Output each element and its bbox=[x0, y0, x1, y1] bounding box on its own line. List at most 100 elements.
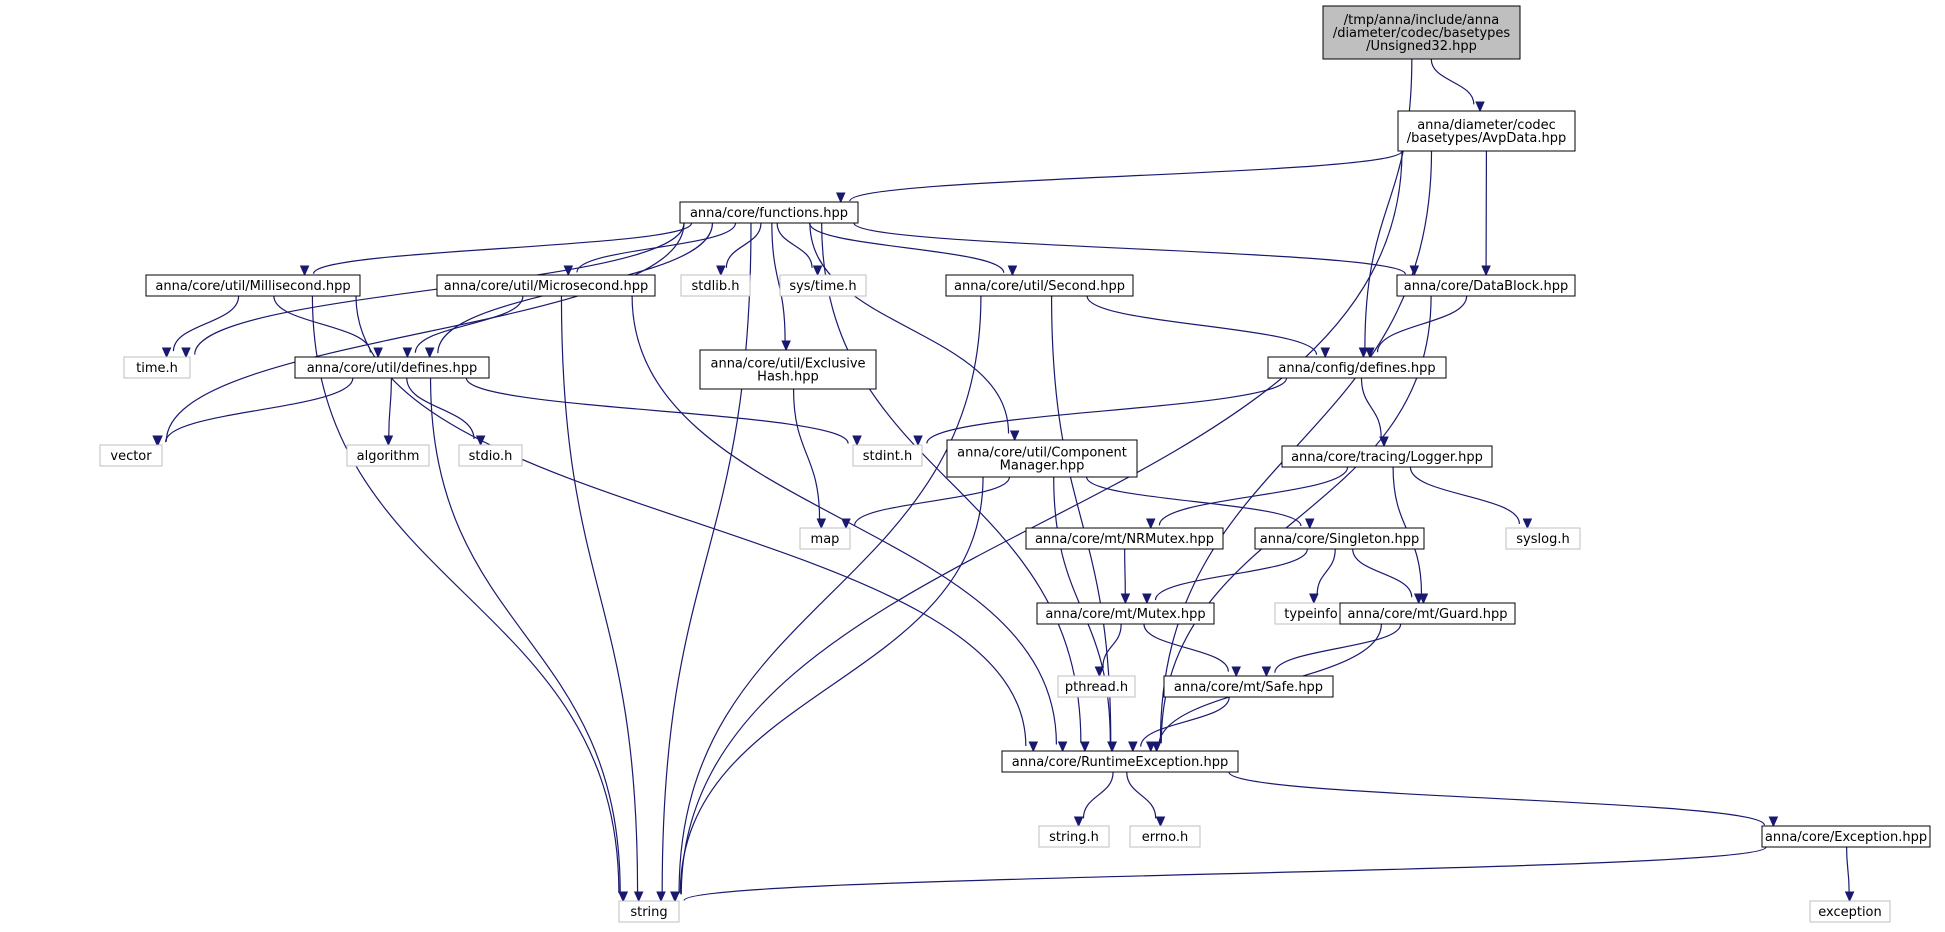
edge-functions-to-systime bbox=[776, 222, 823, 277]
edge-functions-to-stdlib bbox=[716, 222, 762, 277]
edge-line bbox=[1409, 466, 1521, 524]
arrowhead bbox=[383, 435, 394, 447]
edge-line bbox=[1158, 466, 1349, 526]
node-label: anna/core/Singleton.hpp bbox=[1260, 532, 1419, 547]
edge-line bbox=[683, 846, 1767, 902]
arrowhead bbox=[852, 435, 862, 447]
arrowhead bbox=[1009, 430, 1020, 442]
edge-line bbox=[1082, 771, 1114, 819]
node-label: anna/core/util/Microsecond.hpp bbox=[444, 279, 649, 294]
node-label: stdint.h bbox=[863, 449, 912, 464]
node-label: anna/core/tracing/Logger.hpp bbox=[1291, 450, 1483, 465]
edge-line bbox=[311, 295, 620, 893]
edge-line bbox=[1124, 548, 1126, 595]
edge-line bbox=[680, 150, 1403, 895]
arrowhead bbox=[1768, 816, 1779, 828]
node-second[interactable]: anna/core/util/Second.hpp bbox=[945, 274, 1134, 297]
edge-line bbox=[661, 222, 752, 893]
node-box bbox=[852, 444, 923, 467]
node-pthread: pthread.h bbox=[1057, 675, 1136, 698]
node-nrmutex[interactable]: anna/core/mt/NRMutex.hpp bbox=[1025, 527, 1224, 550]
edge-microsecond-to-string bbox=[560, 295, 644, 903]
node-box bbox=[1267, 356, 1447, 379]
edge-line bbox=[853, 476, 1011, 526]
arrowhead bbox=[618, 891, 629, 903]
edge-line bbox=[406, 377, 475, 439]
node-label: anna/core/mt/Safe.hpp bbox=[1174, 680, 1323, 695]
node-stdint: stdint.h bbox=[852, 444, 923, 467]
arrowhead bbox=[1475, 101, 1485, 113]
node-label: syslog.h bbox=[1516, 532, 1569, 547]
node-stdlib: stdlib.h bbox=[680, 274, 751, 297]
node-safe[interactable]: anna/core/mt/Safe.hpp bbox=[1163, 675, 1334, 698]
node-box bbox=[1057, 675, 1136, 698]
node-label: vector bbox=[110, 449, 152, 464]
node-unsigned32[interactable]: /tmp/anna/include/anna/diameter/codec/ba… bbox=[1322, 5, 1521, 60]
edge-componentmanager-to-map bbox=[841, 476, 1011, 530]
edge-line bbox=[1364, 58, 1413, 349]
node-utildefines[interactable]: anna/core/util/defines.hpp bbox=[294, 356, 490, 379]
arrowhead bbox=[781, 340, 791, 352]
node-label: stdio.h bbox=[469, 449, 513, 464]
edge-line bbox=[1360, 377, 1382, 438]
edge-mutex-to-safe bbox=[1143, 623, 1241, 678]
node-exception[interactable]: anna/core/Exception.hpp bbox=[1761, 825, 1931, 848]
node-box bbox=[1254, 527, 1425, 550]
node-box bbox=[799, 527, 851, 550]
node-functions[interactable]: anna/core/functions.hpp bbox=[679, 201, 859, 224]
node-label: time.h bbox=[136, 361, 178, 376]
node-mutex[interactable]: anna/core/mt/Mutex.hpp bbox=[1036, 602, 1215, 625]
arrowhead bbox=[1073, 816, 1084, 828]
edge-nrmutex-to-mutex bbox=[1120, 548, 1131, 605]
edge-runtimeexception-to-errno bbox=[1126, 771, 1166, 828]
node-label: anna/core/util/Component bbox=[957, 446, 1127, 461]
node-string: string bbox=[618, 900, 680, 923]
edge-line bbox=[809, 222, 1010, 434]
node-box bbox=[1339, 602, 1516, 625]
node-logger[interactable]: anna/core/tracing/Logger.hpp bbox=[1281, 445, 1493, 468]
arrowhead bbox=[1145, 518, 1156, 530]
edge-line bbox=[273, 295, 371, 353]
edge-exception-to-stdexception bbox=[1844, 846, 1855, 903]
edge-utildefines-to-algorithm bbox=[383, 377, 394, 447]
edge-datablock-to-configdefines bbox=[1365, 295, 1468, 359]
arrowhead bbox=[1409, 265, 1420, 277]
node-box bbox=[945, 274, 1134, 297]
edge-singleton-to-guard bbox=[1352, 548, 1424, 605]
node-avpdata[interactable]: anna/diameter/codec/basetypes/AvpData.hp… bbox=[1397, 110, 1576, 152]
edge-utildefines-to-vector bbox=[152, 377, 354, 447]
node-microsecond[interactable]: anna/core/util/Microsecond.hpp bbox=[436, 274, 656, 297]
edge-line bbox=[926, 377, 1288, 444]
node-configdefines[interactable]: anna/config/defines.hpp bbox=[1267, 356, 1447, 379]
node-singleton[interactable]: anna/core/Singleton.hpp bbox=[1254, 527, 1425, 550]
node-box bbox=[618, 900, 680, 923]
edge-utildefines-to-stdio bbox=[406, 377, 486, 447]
node-box bbox=[1761, 825, 1931, 848]
node-label: typeinfo bbox=[1284, 607, 1337, 622]
edge-line bbox=[312, 222, 693, 275]
node-label: anna/core/util/Millisecond.hpp bbox=[155, 279, 350, 294]
arrowhead bbox=[1028, 741, 1039, 753]
node-label: sys/time.h bbox=[789, 279, 856, 294]
edge-functions-to-millisecond bbox=[299, 222, 693, 277]
edge-componentmanager-to-singleton bbox=[1086, 476, 1315, 530]
node-label: anna/config/defines.hpp bbox=[1278, 361, 1435, 376]
arrowhead bbox=[402, 347, 413, 359]
node-box bbox=[1025, 527, 1224, 550]
node-box bbox=[436, 274, 656, 297]
node-box bbox=[779, 274, 867, 297]
node-box bbox=[123, 356, 191, 379]
edge-avpdata-to-datablock bbox=[1481, 150, 1491, 277]
node-systime: sys/time.h bbox=[779, 274, 867, 297]
node-runtimeexception[interactable]: anna/core/RuntimeException.hpp bbox=[1001, 750, 1239, 773]
arrowhead bbox=[1057, 741, 1068, 753]
node-guard[interactable]: anna/core/mt/Guard.hpp bbox=[1339, 602, 1516, 625]
node-millisecond[interactable]: anna/core/util/Millisecond.hpp bbox=[145, 274, 361, 297]
node-box bbox=[1397, 110, 1576, 152]
arrowhead bbox=[424, 347, 435, 359]
edge-safe-to-runtimeexception bbox=[1128, 696, 1230, 753]
edge-line bbox=[1102, 623, 1122, 668]
node-datablock[interactable]: anna/core/DataBlock.hpp bbox=[1396, 274, 1576, 297]
